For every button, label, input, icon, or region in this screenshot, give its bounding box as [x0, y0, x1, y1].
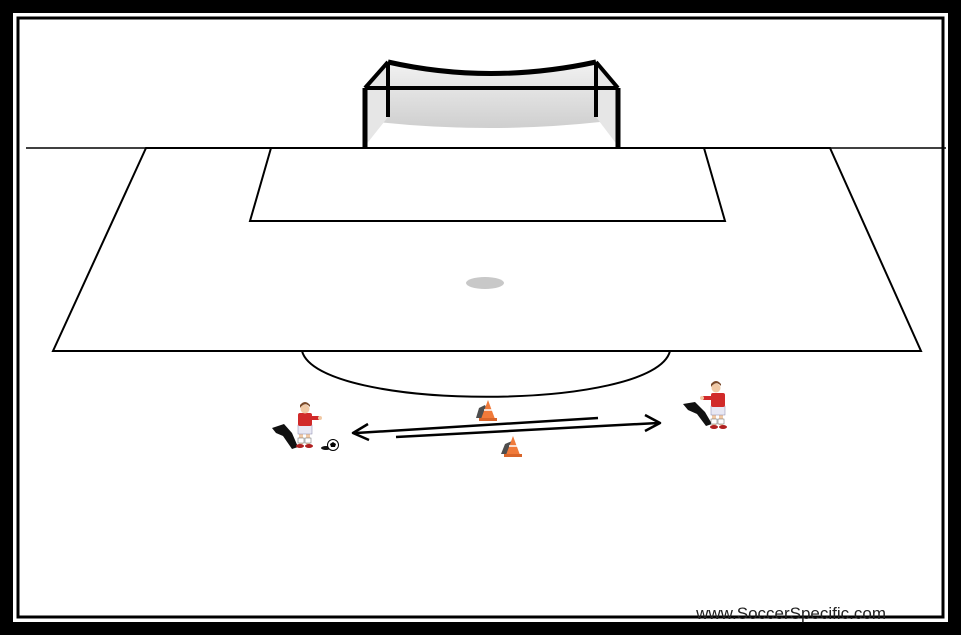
- watermark-text: www.SoccerSpecific.com: [695, 604, 886, 623]
- penalty-spot: [466, 277, 504, 289]
